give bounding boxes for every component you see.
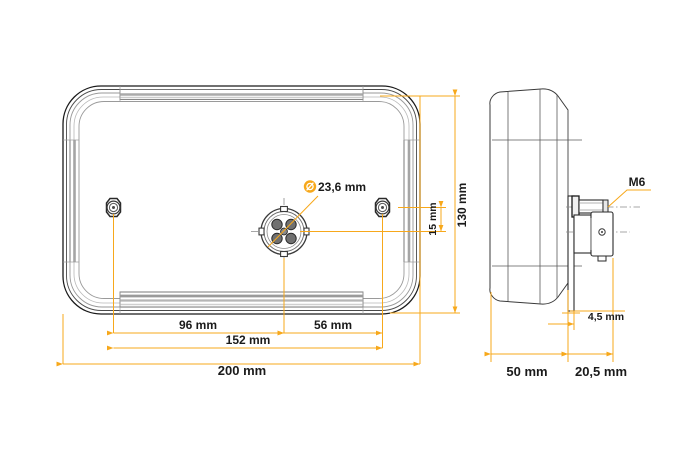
left-bezel-strip — [69, 140, 80, 262]
top-bezel-strip — [119, 89, 364, 100]
mounting-hole-right — [374, 197, 391, 218]
front-view-body — [62, 85, 421, 315]
side-view-body — [489, 88, 582, 312]
right-bezel-strip — [403, 140, 414, 262]
m6-leader — [607, 189, 651, 208]
dim-4-5mm-label: 4,5 mm — [588, 311, 624, 323]
thread-m6-label: M6 — [629, 175, 646, 189]
dim-56mm-label: 56 mm — [314, 318, 352, 332]
front-vertical-dimensions — [300, 89, 460, 314]
diameter-leader — [267, 195, 319, 248]
dim-15mm-label: 15 mm — [427, 202, 439, 235]
connector-diameter-label: 23,6 mm — [318, 180, 366, 194]
dim-96mm-label: 96 mm — [179, 318, 217, 332]
side-view-dimensions — [484, 258, 625, 362]
dim-152mm-label: 152 mm — [226, 333, 271, 347]
mounting-bracket — [566, 211, 630, 262]
diameter-icon — [303, 180, 317, 193]
dim-130mm-label: 130 mm — [455, 183, 469, 228]
dim-200mm-label: 200 mm — [218, 363, 266, 378]
m6-bolt — [566, 195, 640, 218]
dim-20-5mm-label: 20,5 mm — [575, 364, 627, 379]
bottom-bezel-strip — [119, 291, 364, 308]
front-horizontal-dimensions — [56, 96, 421, 367]
mounting-hole-left — [105, 197, 122, 218]
dim-50mm-label: 50 mm — [506, 364, 547, 379]
